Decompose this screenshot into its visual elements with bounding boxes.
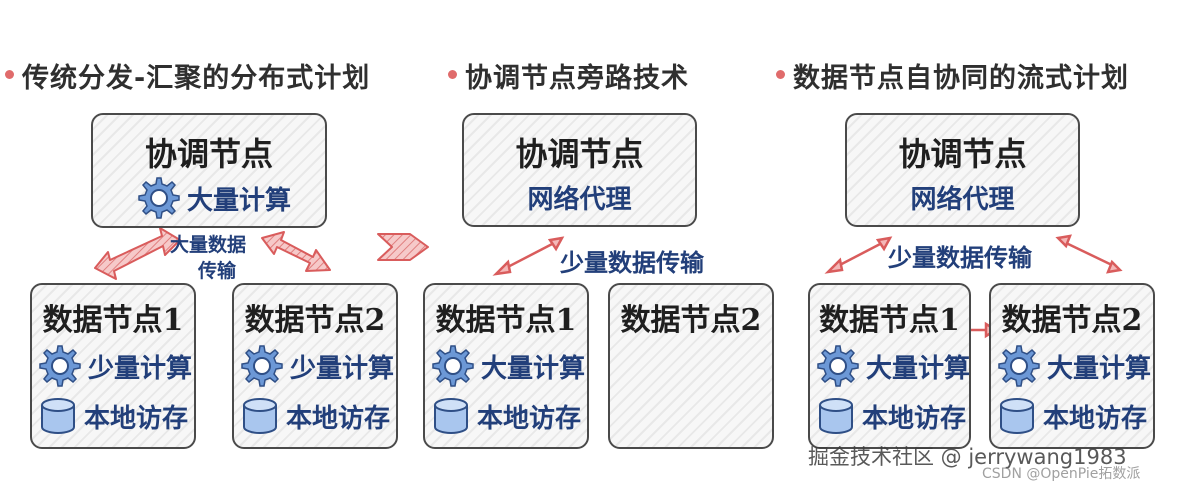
compute-row: 大量计算 [816, 343, 970, 389]
section-title-1-text: 传统分发-汇聚的分布式计划 [22, 63, 371, 94]
coordinator-title: 协调节点 [898, 135, 1027, 173]
large-transfer-label-2: 传输 [198, 260, 237, 282]
compute-row: 少量计算 [38, 343, 193, 389]
data-node-2-s3: 数据节点2 大量计算 本地访存 [989, 283, 1155, 449]
storage-row: 本地访存 [240, 393, 392, 439]
data-node-2-s2: 数据节点2 [608, 283, 774, 449]
storage-row: 本地访存 [431, 393, 583, 439]
storage-label: 本地访存 [477, 403, 582, 434]
database-icon [243, 398, 277, 434]
gear-icon [138, 177, 180, 219]
compute-row: 大量计算 [431, 343, 586, 389]
double-arrow-icon [824, 236, 893, 274]
small-transfer-label: 少量数据传输 [560, 248, 704, 277]
watermark-csdn: CSDN @OpenPie拓数派 [982, 466, 1141, 482]
data-node-title: 数据节点2 [620, 303, 762, 338]
chevron-right-icon [377, 233, 429, 261]
data-node-1-s2: 数据节点1 大量计算 本地访存 [423, 283, 589, 449]
storage-row: 本地访存 [997, 393, 1149, 439]
compute-label: 少量计算 [290, 353, 395, 384]
coordinator-title: 协调节点 [144, 135, 273, 173]
section-title-3-text: 数据节点自协同的流式计划 [793, 63, 1129, 94]
proxy-label: 网络代理 [527, 185, 632, 215]
compute-label: 少量计算 [88, 353, 193, 384]
data-node-1-s1: 数据节点1 少量计算 本地访存 [30, 283, 196, 449]
database-icon [1000, 398, 1034, 434]
data-node-title: 数据节点2 [1001, 303, 1143, 338]
compute-row: 大量计算 [137, 175, 321, 221]
storage-label: 本地访存 [286, 403, 391, 434]
gear-icon [241, 345, 283, 387]
small-transfer-label: 少量数据传输 [888, 243, 1032, 272]
storage-label: 本地访存 [84, 403, 189, 434]
section-title-1: 传统分发-汇聚的分布式计划 [5, 56, 370, 94]
storage-row: 本地访存 [38, 393, 190, 439]
bullet-dot [5, 70, 14, 79]
database-icon [819, 398, 853, 434]
storage-row: 本地访存 [816, 393, 967, 439]
storage-label: 本地访存 [862, 403, 967, 434]
watermark-juejin: 掘金技术社区 @ jerrywang1983 [808, 445, 1127, 469]
data-node-2-s1: 数据节点2 少量计算 本地访存 [232, 283, 398, 449]
data-node-title: 数据节点1 [42, 303, 184, 338]
double-arrow-icon [261, 231, 331, 272]
data-node-title: 数据节点1 [435, 303, 577, 338]
double-arrow-icon [492, 236, 565, 276]
compute-label: 大量计算 [481, 353, 586, 384]
coordinator-node-2: 协调节点 网络代理 [462, 113, 697, 227]
section-title-2-text: 协调节点旁路技术 [465, 63, 689, 94]
compute-label: 大量计算 [866, 353, 971, 384]
gear-icon [39, 345, 81, 387]
database-icon [41, 398, 75, 434]
coordinator-title: 协调节点 [515, 135, 644, 173]
proxy-label: 网络代理 [910, 185, 1015, 215]
data-node-1-s3: 数据节点1 大量计算 本地访存 [808, 283, 971, 449]
compute-row: 少量计算 [240, 343, 395, 389]
compute-label: 大量计算 [187, 185, 292, 216]
storage-label: 本地访存 [1043, 403, 1148, 434]
large-transfer-label-1: 大量数据 [170, 234, 247, 256]
data-node-title: 数据节点2 [244, 303, 386, 338]
gear-icon [817, 345, 859, 387]
coordinator-node-1: 协调节点 大量计算 [91, 113, 327, 228]
double-arrow-icon [1055, 234, 1123, 274]
compute-label: 大量计算 [1047, 353, 1152, 384]
coordinator-node-3: 协调节点 网络代理 [845, 113, 1080, 227]
section-title-3: 数据节点自协同的流式计划 [776, 56, 1129, 94]
bullet-dot [448, 70, 457, 79]
data-node-title: 数据节点1 [819, 303, 960, 338]
database-icon [434, 398, 468, 434]
double-arrow-icon [94, 227, 181, 280]
section-title-2: 协调节点旁路技术 [448, 56, 689, 94]
gear-icon [432, 345, 474, 387]
gear-icon [998, 345, 1040, 387]
compute-row: 大量计算 [997, 343, 1152, 389]
bullet-dot [776, 70, 785, 79]
